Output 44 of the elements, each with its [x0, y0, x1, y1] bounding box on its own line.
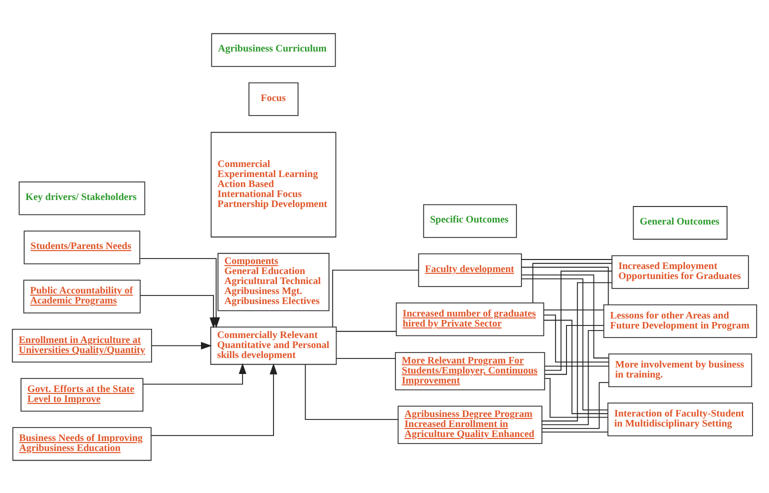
connector	[541, 282, 612, 421]
arrow	[151, 341, 212, 350]
node-box: Business Needs of Improving Agribusiness Education	[12, 426, 152, 460]
connector	[332, 269, 419, 327]
connector	[544, 314, 610, 362]
node-box: Increased Employment Opportunities for Graduates	[612, 254, 749, 288]
node-box: Agribusiness Curriculum	[211, 32, 336, 66]
connector	[532, 262, 612, 303]
connector	[544, 365, 610, 366]
connector	[521, 278, 608, 410]
connector	[543, 308, 604, 310]
node-box: Commercial Experimental Learning Action Based International Focus Partnership Development	[210, 131, 336, 237]
connector	[521, 274, 609, 358]
node-box: Govt. Efforts at the State Level to Improve	[20, 378, 144, 412]
connector	[521, 266, 609, 305]
node-box: Agribusiness Degree Program Increased Enrollment in Agriculture Quality Enhanced	[398, 405, 542, 444]
connector	[336, 330, 397, 332]
node-box: Focus	[248, 82, 299, 116]
arrow	[142, 362, 246, 384]
node-box: Components General Education Agricultural Technical Agribusiness Mgt. Agribusiness Electives	[218, 252, 330, 311]
connector	[544, 324, 604, 374]
node-box: More involvement by business in training.	[608, 352, 752, 387]
node-box: Interaction of Faculty-Student in Multidisciplinary Setting	[607, 402, 753, 436]
connector	[543, 319, 608, 414]
node-box: Specific Outcomes	[423, 204, 517, 238]
connector	[542, 330, 604, 425]
connector	[544, 270, 612, 370]
node-box: General Outcomes	[632, 206, 728, 240]
node-box: More Relevant Program For Students/Employer, Continuous Improvement	[394, 352, 546, 390]
connector	[520, 258, 612, 260]
node-box: Faculty development	[418, 252, 522, 287]
connector	[542, 382, 609, 428]
node-box: Key drivers/ Stakeholders	[18, 180, 146, 215]
node-box: Increased number of graduates hired by Private Sector	[396, 302, 544, 336]
node-box: Students/Parents Needs	[24, 230, 140, 264]
connector	[304, 364, 398, 420]
connector	[544, 378, 608, 418]
node-box: Enrollment in Agriculture at Universities Quality/Quantity	[12, 328, 152, 362]
node-box: Public Accountability of Academic Programs	[23, 279, 141, 313]
node-box: Lessons for other Areas and Future Development in Program	[603, 304, 758, 338]
arrow	[150, 362, 278, 436]
connector	[542, 431, 608, 432]
node-box: Commercially Relevant Quantitative and Personal skills development	[210, 326, 337, 364]
arrow	[140, 294, 218, 328]
